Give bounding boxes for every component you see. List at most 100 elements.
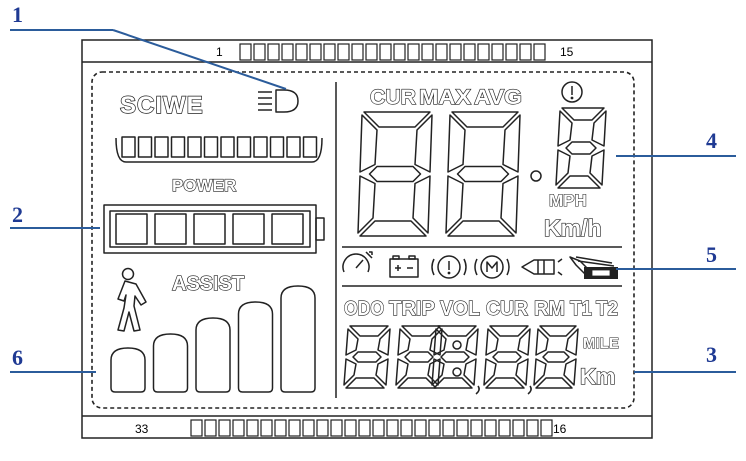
bottom-pin-24: [512, 419, 525, 437]
pin-label-bottom-right: 16: [553, 422, 567, 436]
unit-kmh: Km/h: [544, 215, 602, 241]
bottom-pin-21: [470, 419, 483, 437]
digit-segment: [465, 328, 479, 356]
headlight-icon: [258, 89, 299, 113]
power-bar: [115, 136, 323, 163]
digit-segment: [447, 114, 466, 173]
digit-segment: [433, 328, 447, 356]
bottom-pin-10: [316, 419, 329, 437]
top-pin-4: [281, 43, 294, 61]
power-bar-segment: [269, 136, 285, 158]
speed-mode-cur: CUR: [370, 86, 416, 109]
odo-decimal-comma-2: [527, 385, 532, 395]
top-pin-row: [239, 43, 546, 61]
power-label: POWER: [172, 176, 236, 195]
callout-3: 3: [634, 342, 736, 373]
warning-icon: [431, 255, 467, 279]
callout-2: 2: [10, 202, 100, 229]
top-pin-3: [267, 43, 280, 61]
power-bar-segment: [220, 136, 235, 158]
top-pin-11: [379, 43, 392, 61]
speed-digit-1: [357, 111, 433, 237]
digit-segment: [345, 328, 359, 356]
digit-segment: [433, 377, 473, 389]
top-pin-22: [533, 43, 546, 61]
digit-segment: [397, 377, 437, 389]
digit-segment: [483, 358, 497, 386]
speed-decimal-point: [530, 170, 542, 182]
bottom-pin-26: [540, 419, 553, 437]
digit-segment: [557, 175, 601, 189]
bottom-pin-22: [484, 419, 497, 437]
odo-digit-2: [395, 325, 443, 389]
odo-mode-t1: T1: [570, 298, 592, 320]
digit-segment: [404, 351, 434, 363]
bottom-pin-7: [274, 419, 287, 437]
digit-segment: [517, 328, 531, 356]
bottom-pin-23: [498, 419, 511, 437]
speed-mode-labels: CUR MAX AVG: [369, 85, 522, 109]
power-bar-segment: [187, 136, 202, 158]
callout-5: 5: [616, 242, 736, 270]
top-pin-16: [449, 43, 462, 61]
bottom-pin-19: [442, 419, 455, 437]
bottom-pin-20: [456, 419, 469, 437]
digit-segment: [359, 114, 378, 173]
throttle-icon: [569, 256, 618, 279]
bottom-pin-14: [372, 419, 385, 437]
digit-segment: [357, 175, 376, 234]
digit-segment: [539, 325, 577, 337]
digit-segment: [451, 111, 519, 128]
digit-segment: [412, 175, 431, 234]
digit-segment: [368, 165, 422, 183]
speed-digit-3: [555, 107, 607, 189]
power-bar-segment: [286, 136, 301, 158]
svg-text:4: 4: [706, 128, 717, 153]
assist-level-bar: [110, 347, 146, 393]
battery-cell: [154, 213, 187, 245]
svg-text:6: 6: [12, 345, 23, 370]
digit-segment: [502, 114, 521, 173]
unit-mph: MPH: [549, 191, 587, 210]
power-bar-segment: [154, 136, 169, 158]
digit-segment: [414, 114, 433, 173]
top-pin-7: [323, 43, 336, 61]
digit-segment: [515, 358, 529, 386]
bottom-pin-6: [260, 419, 273, 437]
bottom-pin-1: [190, 419, 203, 437]
odo-mode-cur: CUR: [486, 298, 529, 320]
bottom-pin-17: [414, 419, 427, 437]
odo-mode-vol: VOL: [440, 298, 480, 320]
assist-level-bar: [195, 317, 231, 393]
bottom-pin-8: [288, 419, 301, 437]
digit-segment: [489, 325, 529, 337]
bottom-pin-3: [218, 419, 231, 437]
walk-assist-icon: [117, 267, 147, 332]
battery-icon: [389, 255, 419, 278]
bottom-pin-25: [526, 419, 539, 437]
battery-cell: [271, 213, 304, 245]
digit-segment: [535, 328, 549, 356]
digit-segment: [447, 220, 515, 237]
battery-cell: [115, 213, 148, 245]
speed-digit-2: [445, 111, 521, 237]
digit-segment: [463, 358, 477, 386]
assist-level-bars: [110, 285, 316, 393]
digit-segment: [397, 328, 411, 356]
digit-segment: [359, 220, 427, 237]
pin-label-bottom-left: 33: [135, 422, 149, 436]
odo-digit-5: [533, 325, 579, 389]
digit-segment: [456, 165, 510, 183]
top-pin-21: [519, 43, 532, 61]
power-bar-segment: [203, 136, 219, 158]
digit-segment: [555, 149, 571, 186]
top-pin-5: [295, 43, 308, 61]
svg-text:2: 2: [12, 202, 23, 227]
top-pin-14: [421, 43, 434, 61]
bottom-pin-12: [344, 419, 357, 437]
power-bar-segment: [253, 136, 268, 158]
speed-mode-max: MAX: [419, 86, 471, 109]
odo-mode-labels: ODO TRIP VOL CUR RM T1 T2: [343, 297, 618, 320]
digit-segment: [565, 328, 579, 356]
viewing-area: [91, 71, 635, 409]
